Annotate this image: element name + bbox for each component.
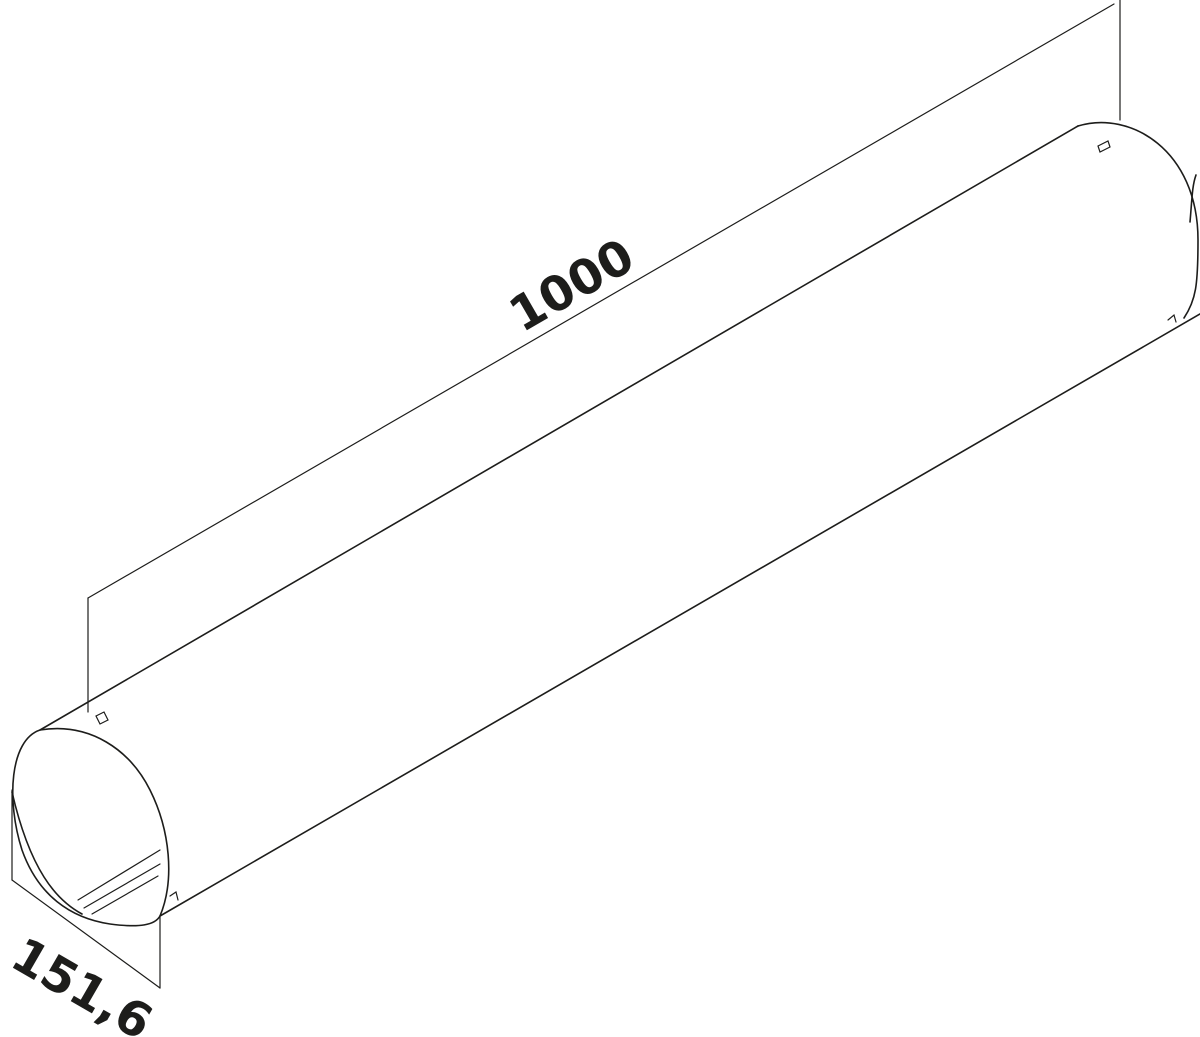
pipe-bottom-edge [159, 313, 1200, 917]
pipe-inner-seam-2 [83, 863, 161, 909]
pipe-inner-seam-1 [77, 849, 161, 901]
pipe-inner-seam-3 [91, 875, 159, 915]
pipe-far-end-seam [1189, 174, 1197, 223]
diameter-dimension-line [11, 879, 161, 989]
pipe-front-opening-inner [11, 791, 83, 915]
pipe-top-edge [39, 125, 1079, 731]
pipe-notch-back-top [1097, 140, 1111, 153]
pipe-notch-front-bottom [169, 891, 179, 901]
length-dimension-label: 1000 [500, 228, 644, 343]
length-dimension: 1000 [87, 0, 1121, 713]
pipe [11, 121, 1200, 927]
length-dimension-line [87, 3, 1115, 599]
diameter-dimension-label: 151,6 [2, 927, 161, 1037]
pipe-notch-front-top [95, 711, 109, 725]
pipe-notch-back-bottom [1167, 313, 1177, 323]
pipe-front-opening-outer [11, 727, 170, 927]
pipe-far-end [1077, 121, 1199, 319]
